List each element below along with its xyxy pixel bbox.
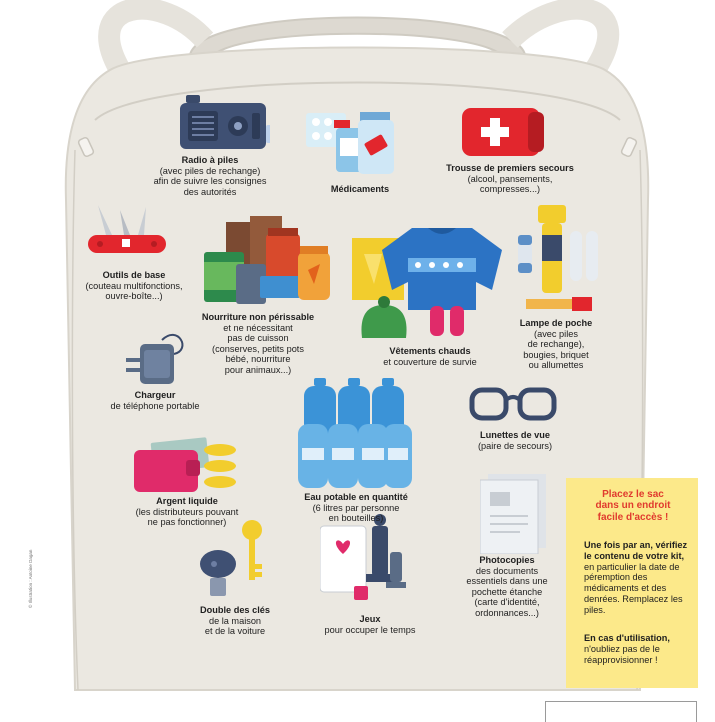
first-aid-kit-label: Trousse de premiers secours (alcool, pan… xyxy=(446,163,574,195)
illustration-credit: © Illustration : Antoine Dagan xyxy=(28,549,33,608)
documents-icon xyxy=(480,474,546,554)
water-bottles-icon xyxy=(298,378,412,488)
charger-icon xyxy=(126,333,184,384)
water-label: Eau potable en quantité (6 litres par pe… xyxy=(304,492,408,524)
medicine-icon xyxy=(306,112,394,174)
warm-clothes-label: Vêtements chauds et couverture de survie xyxy=(383,346,477,367)
tip-box xyxy=(566,478,698,688)
food-icon xyxy=(204,216,330,304)
tip-paragraph-2: En cas d'utilisation, n'oubliez pas de l… xyxy=(584,633,670,665)
warm-clothes-icon xyxy=(352,228,502,338)
medicine-label: Médicaments xyxy=(330,184,390,194)
charger-label: Chargeur de téléphone portable xyxy=(110,390,200,411)
glasses-label: Lunettes de vue (paire de secours) xyxy=(477,430,553,451)
first-aid-kit-icon xyxy=(462,108,544,156)
radio-label: Radio à piles (avec piles de rechange)af… xyxy=(153,155,267,197)
multitool-icon xyxy=(88,205,166,253)
multitool-label: Outils de base (couteau multifonctions,o… xyxy=(85,270,183,302)
flashlight-icon xyxy=(518,205,598,311)
games-icon xyxy=(320,514,406,600)
games-label: Jeux pour occuper le temps xyxy=(324,614,416,635)
radio-icon xyxy=(180,95,270,149)
cash-label: Argent liquide (les distributeurs pouvan… xyxy=(135,496,239,528)
keys-icon xyxy=(200,520,262,596)
food-label: Nourriture non périssable et ne nécessit… xyxy=(201,312,315,375)
glasses-icon xyxy=(469,387,557,421)
frame-corner xyxy=(545,701,697,722)
cash-icon xyxy=(134,437,236,492)
tip-paragraph-1: Une fois par an, vérifiez le contenu de … xyxy=(584,540,688,615)
